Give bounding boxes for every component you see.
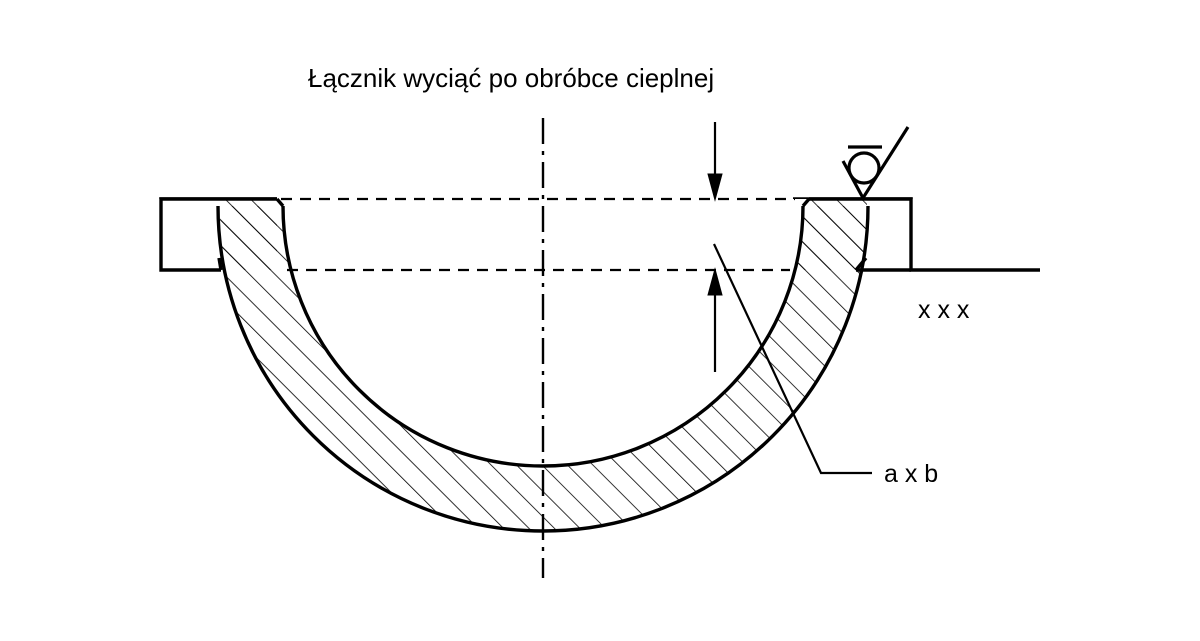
thickness-note-label: x x x: [918, 296, 970, 324]
slot-note-label: a x b: [884, 460, 938, 488]
reference-dashed-lines: [281, 197, 795, 272]
above-flange-white-mask: [0, 0, 1200, 199]
dimension-arrows-group: [707, 122, 723, 372]
bowl-shell-fill: [218, 206, 868, 531]
drawing-title: Łącznik wyciąć po obróbce cieplnej: [308, 63, 714, 93]
inner-right-taper: [801, 197, 811, 208]
surface-finish-symbol: [841, 126, 910, 202]
bowl-final-group: [0, 197, 1200, 641]
right-outer-taper: [854, 256, 868, 272]
left-flange-final: [159, 197, 277, 272]
surface-finish-circle-icon: [847, 151, 881, 185]
inner-left-taper: [275, 197, 285, 208]
right-flange-final: [809, 197, 1040, 272]
leader-line-a-x-b: [713, 243, 872, 475]
bowl-inner-arc-final: [281, 205, 805, 468]
left-outer-taper: [217, 257, 223, 271]
arrow-down-icon: [707, 173, 723, 202]
